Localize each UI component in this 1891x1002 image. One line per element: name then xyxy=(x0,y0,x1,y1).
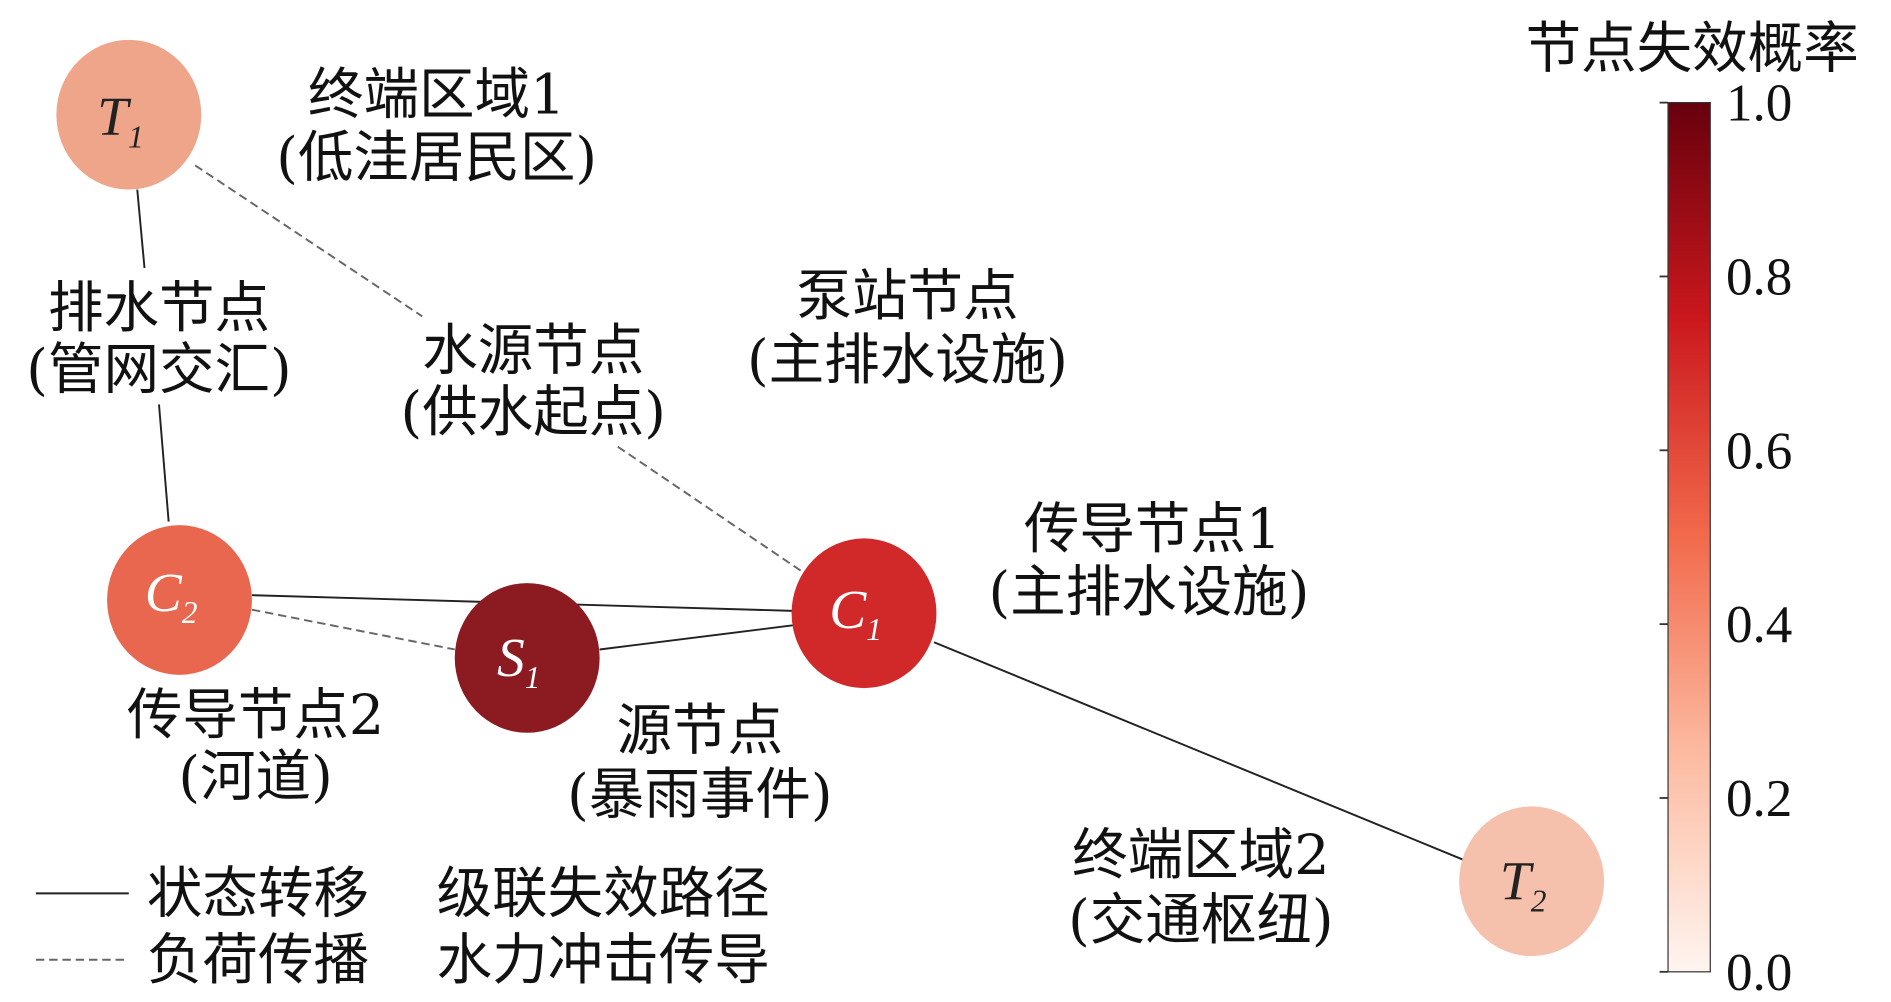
node-s1[interactable]: S1 xyxy=(454,583,600,733)
drain-label-line1: 排水节点 xyxy=(48,276,270,341)
node-circle xyxy=(107,525,252,675)
node-id: T2 xyxy=(1500,851,1547,918)
node-id: T1 xyxy=(97,87,144,154)
s1-label-line2: (暴雨事件) xyxy=(567,763,832,828)
c2-label-line2: (河道) xyxy=(178,745,332,810)
t1-label-line2: (低洼居民区) xyxy=(276,125,597,190)
node-t2[interactable]: T2 xyxy=(1459,806,1605,957)
edge-c2-s1-dashed xyxy=(251,608,455,651)
drain-label-line2: (管网交汇) xyxy=(26,338,291,403)
colorbar: 节点失效概率 0.0 0.2 0.4 0.6 0.8 1.0 xyxy=(1526,17,1859,1002)
legend-dashed-label-a: 负荷传播 xyxy=(147,928,369,993)
legend: 状态转移 级联失效路径 负荷传播 水力冲击传导 xyxy=(35,862,770,993)
colorbar-tick-label: 0.4 xyxy=(1726,596,1792,654)
c2-label-line1: 传导节点2 xyxy=(127,683,384,748)
node-id: C1 xyxy=(829,580,882,647)
c1-label-line2: (主排水设施) xyxy=(988,560,1309,625)
node-id: S1 xyxy=(497,628,540,695)
edge-t1-c1-dashed-a xyxy=(194,164,423,318)
water-label-line1: 水源节点 xyxy=(422,318,644,383)
pump-label-line1: 泵站节点 xyxy=(796,264,1018,329)
node-circle xyxy=(56,39,202,190)
node-t1[interactable]: T1 xyxy=(56,39,202,190)
node-circle xyxy=(1459,806,1605,957)
node-c2[interactable]: C2 xyxy=(107,525,252,675)
colorbar-tick-label: 0.6 xyxy=(1726,422,1792,480)
legend-solid-label-a: 状态转移 xyxy=(147,862,369,927)
water-label-line2: (供水起点) xyxy=(401,380,666,445)
colorbar-gradient xyxy=(1667,102,1711,973)
colorbar-tick-label: 0.8 xyxy=(1726,249,1792,307)
colorbar-tick-label: 1.0 xyxy=(1726,75,1792,133)
edge-s1-c1-solid xyxy=(599,624,793,651)
colorbar-tick-label: 0.0 xyxy=(1726,944,1792,1002)
edge-t1-c1-dashed-b xyxy=(617,445,806,575)
edge-c1-t2-solid xyxy=(933,641,1464,861)
t2-label-line1: 终端区域2 xyxy=(1072,823,1329,888)
node-circle xyxy=(454,583,600,733)
s1-label-line1: 源节点 xyxy=(617,699,784,764)
edge-t1-c2-solid-b xyxy=(158,404,170,522)
t1-label-line1: 终端区域1 xyxy=(308,62,565,127)
legend-solid-label-b: 级联失效路径 xyxy=(437,862,770,927)
c1-label-line1: 传导节点1 xyxy=(1024,497,1281,562)
node-id: C2 xyxy=(145,563,198,630)
pump-label-line2: (主排水设施) xyxy=(747,328,1068,393)
t2-label-line2: (交通枢纽) xyxy=(1068,888,1333,953)
colorbar-title: 节点失效概率 xyxy=(1526,17,1859,82)
legend-dashed-label-b: 水力冲击传导 xyxy=(437,928,770,993)
colorbar-tick-label: 0.2 xyxy=(1726,770,1792,828)
node-circle xyxy=(791,538,937,689)
node-c1[interactable]: C1 xyxy=(791,538,937,689)
edge-t1-c2-solid-a xyxy=(136,189,146,269)
